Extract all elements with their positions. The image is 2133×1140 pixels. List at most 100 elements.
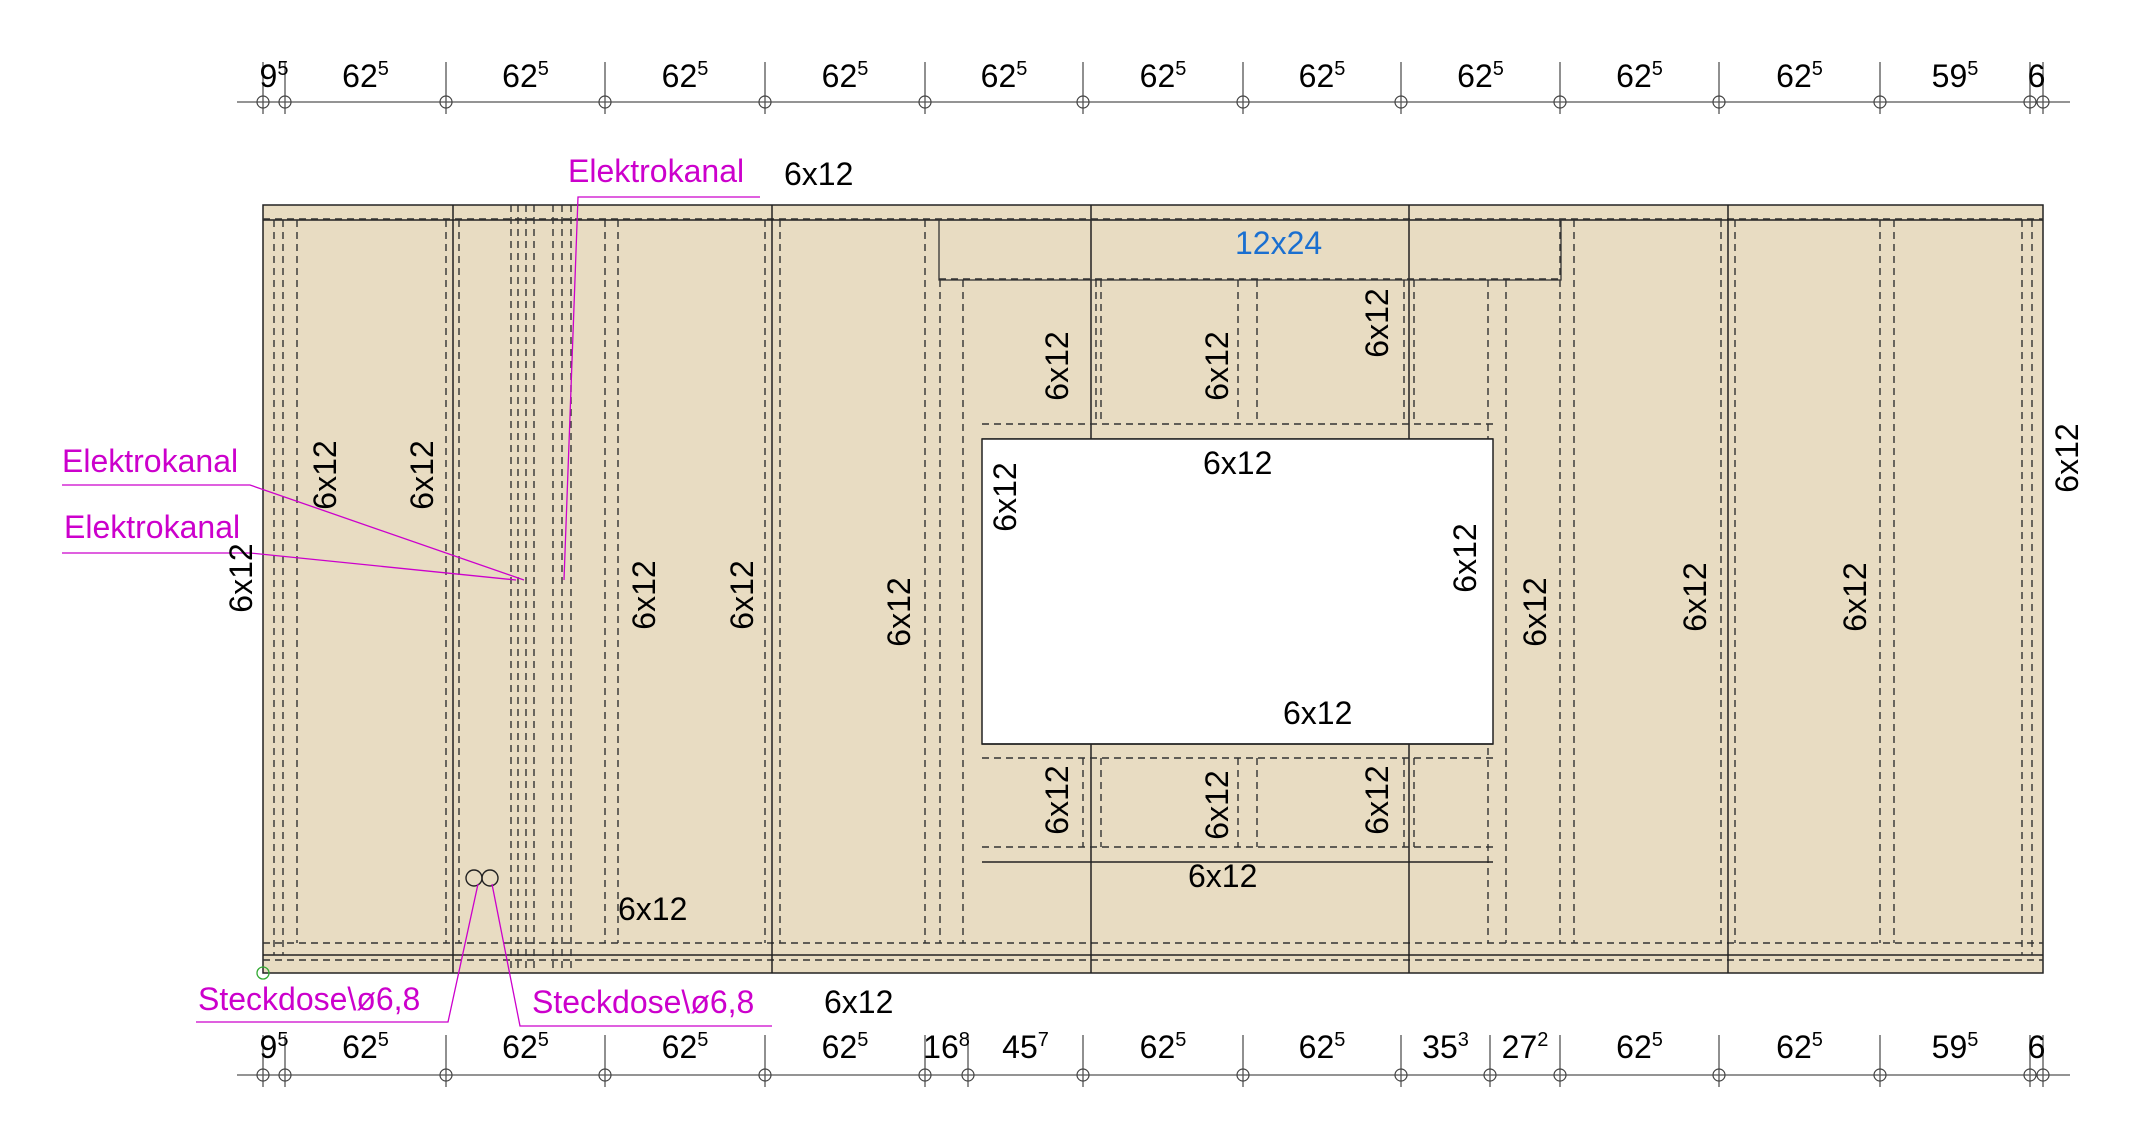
- dimension-node: [1236, 95, 1250, 109]
- dimension-value-fraction: 8: [959, 1029, 970, 1051]
- dimension-value-fraction: 5: [697, 1029, 708, 1051]
- label-stud-1: 6x12: [307, 440, 343, 509]
- annotation-cable-channel-top: Elektrokanal: [568, 153, 744, 189]
- dimension-value: 625: [502, 58, 549, 94]
- label-cripple-top-1: 6x12: [1039, 331, 1075, 400]
- label-nogging-low: 6x12: [618, 891, 687, 927]
- label-header: 12x24: [1235, 225, 1322, 261]
- dimension-value: 95: [260, 58, 289, 94]
- dimension-value-fraction: 5: [378, 58, 389, 80]
- dimension-node: [1483, 1068, 1497, 1082]
- dimension-value: 595: [1932, 1029, 1979, 1065]
- dimension-value: 625: [1140, 58, 1187, 94]
- dimension-node: [439, 95, 453, 109]
- label-cripple-bottom-2: 6x12: [1199, 770, 1235, 839]
- label-stud-8: 6x12: [1837, 562, 1873, 631]
- label-cripple-top-2: 6x12: [1199, 331, 1235, 400]
- dimension-value: 625: [1299, 1029, 1346, 1065]
- label-right-end-stud: 6x12: [2049, 423, 2085, 492]
- dimension-node: [1553, 1068, 1567, 1082]
- window-opening: [981, 438, 1494, 745]
- dimension-value-fraction: 5: [1016, 58, 1027, 80]
- dimension-node: [598, 1068, 612, 1082]
- dimension-value: 168: [923, 1029, 970, 1065]
- label-opening-bottom: 6x12: [1283, 695, 1352, 731]
- dimension-value: 625: [662, 58, 709, 94]
- dimension-value-fraction: 2: [1537, 1029, 1548, 1051]
- dimension-node: [1553, 95, 1567, 109]
- studs: [273, 205, 2033, 973]
- label-opening-right: 6x12: [1447, 523, 1483, 592]
- dimension-node: [2023, 95, 2037, 109]
- dimension-value: 625: [1140, 1029, 1187, 1065]
- dimension-value-fraction: 5: [1334, 58, 1345, 80]
- dimension-node: [2023, 1068, 2037, 1082]
- label-left-end-stud: 6x12: [223, 543, 259, 612]
- label-stud-4: 6x12: [724, 560, 760, 629]
- dimension-value: 625: [1776, 1029, 1823, 1065]
- dimension-value-fraction: 5: [697, 58, 708, 80]
- label-sill-low: 6x12: [1188, 858, 1257, 894]
- dimension-value-fraction: 5: [1175, 1029, 1186, 1051]
- annotation-leaders: [62, 196, 772, 1027]
- dimension-node: [1076, 95, 1090, 109]
- dimension-value-fraction: 5: [1812, 1029, 1823, 1051]
- label-stud-6: 6x12: [1517, 577, 1553, 646]
- label-cripple-top-3: 6x12: [1359, 288, 1395, 357]
- dimension-value-fraction: 7: [1038, 1029, 1049, 1051]
- dimension-node: [758, 1068, 772, 1082]
- dimension-node: [961, 1068, 975, 1082]
- dimension-value-fraction: 5: [1175, 58, 1186, 80]
- dimension-value: 625: [1299, 58, 1346, 94]
- label-opening-top: 6x12: [1203, 445, 1272, 481]
- label-cripple-bottom-1: 6x12: [1039, 765, 1075, 834]
- dimension-value-fraction: 5: [277, 1029, 288, 1051]
- origin-marker: [256, 966, 270, 980]
- dimension-value: 625: [1616, 58, 1663, 94]
- label-stud-2: 6x12: [404, 440, 440, 509]
- dimension-value: 625: [342, 58, 389, 94]
- dimension-node: [1076, 1068, 1090, 1082]
- dimension-value-fraction: 5: [538, 1029, 549, 1051]
- dimension-value: 6: [2028, 58, 2046, 94]
- dimension-node: [439, 1068, 453, 1082]
- dimension-node: [278, 95, 292, 109]
- label-stud-5: 6x12: [881, 577, 917, 646]
- dimension-value: 625: [1616, 1029, 1663, 1065]
- dimension-value: 625: [822, 1029, 869, 1065]
- dimension-node: [1712, 95, 1726, 109]
- annotation-socket-1: Steckdose\ø6,8: [198, 981, 420, 1017]
- annotation-socket-2: Steckdose\ø6,8: [532, 984, 754, 1020]
- dimension-value-fraction: 5: [1334, 1029, 1345, 1051]
- dimension-value-fraction: 3: [1458, 1029, 1469, 1051]
- dimension-value: 625: [1776, 58, 1823, 94]
- dimension-value-fraction: 5: [378, 1029, 389, 1051]
- dimension-value: 595: [1932, 58, 1979, 94]
- dimension-value: 457: [1002, 1029, 1049, 1065]
- label-opening-left: 6x12: [987, 462, 1023, 531]
- dimension-value: 95: [260, 1029, 289, 1065]
- label-cripple-bottom-3: 6x12: [1359, 765, 1395, 834]
- dimension-value-fraction: 5: [857, 58, 868, 80]
- dimension-value-fraction: 5: [1967, 58, 1978, 80]
- dimension-value-fraction: 5: [1812, 58, 1823, 80]
- dimension-value: 625: [1457, 58, 1504, 94]
- dimension-node: [278, 1068, 292, 1082]
- dimension-value: 353: [1422, 1029, 1469, 1065]
- label-bottom-plate: 6x12: [824, 984, 893, 1020]
- dimension-node: [2036, 1068, 2050, 1082]
- dimension-value-fraction: 5: [1967, 1029, 1978, 1051]
- socket-pair: [465, 869, 499, 887]
- dimension-value: 272: [1502, 1029, 1549, 1065]
- label-stud-7: 6x12: [1677, 562, 1713, 631]
- dimension-node: [2036, 95, 2050, 109]
- dimension-node: [1873, 1068, 1887, 1082]
- dimension-value: 625: [502, 1029, 549, 1065]
- dimension-node: [256, 1068, 270, 1082]
- annotation-cable-channel-2: Elektrokanal: [64, 509, 240, 545]
- dimension-value: 6: [2028, 1029, 2046, 1065]
- dimension-value-fraction: 5: [857, 1029, 868, 1051]
